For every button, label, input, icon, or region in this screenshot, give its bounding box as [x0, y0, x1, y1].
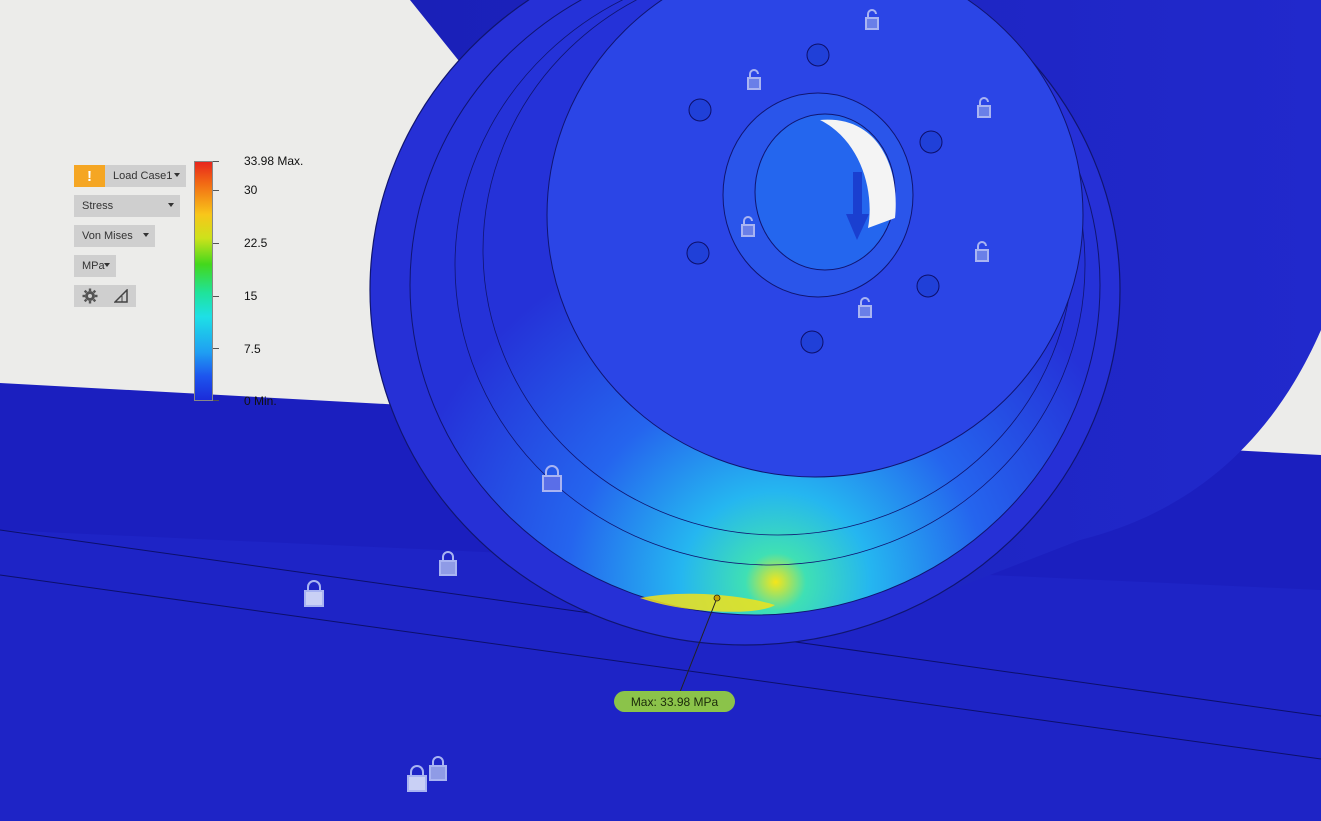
ground-front-face	[0, 530, 1321, 821]
lock-icon	[429, 756, 447, 781]
lock-icon	[747, 69, 761, 90]
lock-icon	[865, 9, 879, 30]
legend-label-7-5: 7.5	[244, 342, 261, 356]
chevron-down-icon	[174, 173, 180, 177]
stress-component-dropdown[interactable]: Von Mises	[74, 225, 155, 247]
result-tools	[74, 285, 136, 307]
stress-component-label: Von Mises	[82, 230, 133, 242]
ground-edge-2	[0, 574, 1321, 760]
warning-button[interactable]: !	[74, 165, 105, 187]
legend-label-15: 15	[244, 289, 258, 303]
load-case-dropdown[interactable]: Load Case1	[105, 165, 186, 187]
units-label: MPa	[82, 260, 105, 272]
legend-tick	[213, 296, 219, 297]
stress-color-scale	[194, 161, 213, 401]
wheel-ring-1	[454, 0, 1086, 566]
units-dropdown[interactable]: MPa	[74, 255, 116, 277]
legend-tick	[213, 190, 219, 191]
result-type-dropdown[interactable]: Stress	[74, 195, 180, 217]
load-case-label: Load Case1	[113, 170, 173, 182]
legend-tick	[213, 400, 219, 401]
max-stress-tag[interactable]: Max: 33.98 MPa	[614, 691, 735, 712]
lock-icon	[542, 465, 562, 492]
lock-icon	[975, 241, 989, 262]
bolt-holes	[686, 43, 943, 354]
legend-tick	[213, 243, 219, 244]
max-point-marker	[713, 594, 721, 602]
legend-label-30: 30	[244, 183, 258, 197]
max-leader-line	[679, 597, 718, 693]
result-type-label: Stress	[82, 200, 114, 212]
legend-label-22-5: 22.5	[244, 236, 268, 250]
lock-icons	[304, 9, 991, 792]
gear-icon[interactable]	[74, 285, 105, 307]
legend-tick	[213, 161, 219, 162]
chevron-down-icon	[104, 263, 110, 267]
chevron-down-icon	[143, 233, 149, 237]
load-arrow-icon[interactable]	[846, 172, 869, 240]
stress-hotspot	[640, 593, 775, 612]
chevron-down-icon	[168, 203, 174, 207]
lock-icon	[977, 97, 991, 118]
legend-min-label: 0 Min.	[244, 394, 277, 408]
lock-icon	[858, 297, 872, 318]
lock-icon	[304, 580, 324, 607]
lock-icon	[407, 765, 427, 792]
legend-tick	[213, 348, 219, 349]
triangle-icon[interactable]	[105, 285, 136, 307]
hub-opening	[820, 119, 896, 228]
lock-icon	[741, 216, 755, 237]
lock-icon	[439, 551, 457, 576]
legend-max-label: 33.98 Max.	[244, 154, 304, 168]
